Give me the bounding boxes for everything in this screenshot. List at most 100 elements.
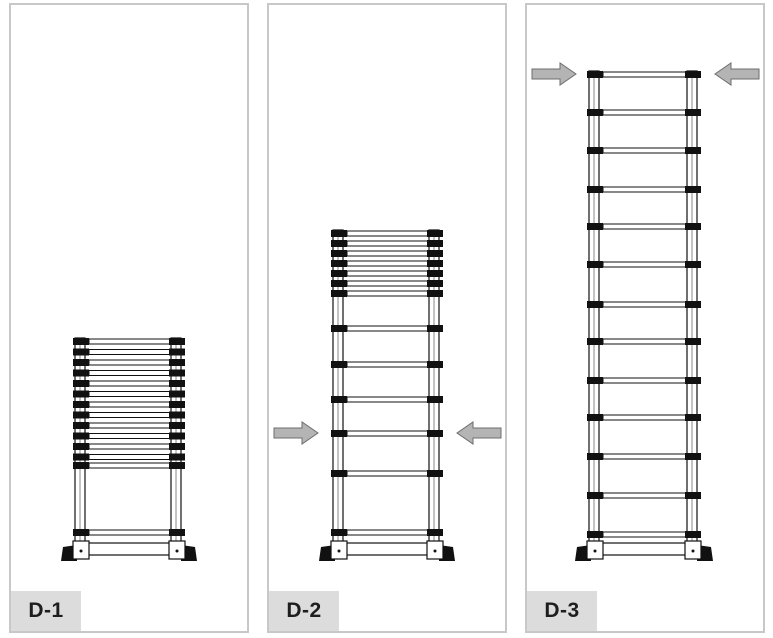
rung-joint-left	[73, 369, 89, 377]
ladder-rung	[346, 325, 430, 332]
ladder-rung	[88, 454, 172, 460]
rung-joint-right	[685, 109, 701, 116]
base-rivet	[175, 549, 179, 553]
ladder-rung	[346, 270, 430, 277]
rung-joint-right	[427, 325, 443, 332]
rung-joint-left	[331, 361, 347, 368]
base-rivet	[433, 549, 437, 553]
ladder-rung	[88, 370, 172, 376]
rung-joint-right	[427, 270, 443, 277]
rung-joint-left	[73, 380, 89, 387]
rung-joint-left	[73, 529, 89, 536]
ladder-rung	[88, 443, 172, 450]
rung-joint-left	[73, 359, 89, 366]
rung-joint-right	[169, 462, 185, 469]
stabilizer-bar	[588, 542, 700, 556]
ladder-rung	[602, 531, 688, 538]
ladder-rung	[602, 186, 688, 193]
rung-joint-left	[587, 338, 603, 345]
rung-joint-right	[685, 338, 701, 345]
rung-joint-right	[685, 414, 701, 421]
ladder-rung	[346, 361, 430, 368]
rung-joint-left	[73, 390, 89, 398]
ladder-rung	[88, 391, 172, 397]
ladder-rung	[88, 380, 172, 387]
rung-joint-left	[331, 396, 347, 403]
arrow-left-icon	[456, 421, 502, 445]
ladder-rung	[602, 492, 688, 499]
rung-joint-right	[169, 443, 185, 450]
arrow-right-icon	[273, 421, 319, 445]
rung-joint-left	[587, 492, 603, 499]
ladder-rung	[346, 250, 430, 257]
rung-joint-right	[169, 411, 185, 419]
rung-joint-left	[587, 531, 603, 538]
ladder-rung	[346, 230, 430, 237]
ladder-rung	[88, 349, 172, 355]
rung-joint-left	[73, 453, 89, 461]
rung-joint-left	[587, 223, 603, 230]
rung-joint-left	[331, 325, 347, 332]
ladder-rung	[346, 470, 430, 477]
rung-joint-left	[73, 443, 89, 450]
ladder-rung	[88, 412, 172, 418]
rung-joint-right	[169, 529, 185, 536]
rung-joint-left	[331, 290, 347, 297]
rung-joint-right	[427, 240, 443, 247]
rung-joint-right	[169, 390, 185, 398]
rung-joint-right	[685, 261, 701, 268]
rung-joint-left	[73, 401, 89, 408]
rung-joint-right	[685, 377, 701, 384]
ladder-rung	[346, 280, 430, 287]
rung-joint-left	[331, 430, 347, 437]
rung-joint-left	[73, 422, 89, 429]
rung-joint-right	[685, 147, 701, 154]
rung-joint-left	[331, 280, 347, 287]
rung-joint-left	[331, 470, 347, 477]
ladder-rung	[88, 422, 172, 429]
rung-joint-left	[587, 453, 603, 460]
rung-joint-right	[427, 470, 443, 477]
ladder-rung	[602, 338, 688, 345]
rung-joint-left	[73, 462, 89, 469]
rung-joint-left	[73, 338, 89, 345]
base-rivet	[79, 549, 83, 553]
ladder-rung	[88, 462, 172, 469]
rung-joint-left	[331, 260, 347, 267]
stabilizer-bar	[74, 542, 184, 556]
rung-joint-left	[331, 250, 347, 257]
ladder-rung	[346, 396, 430, 403]
rung-joint-left	[587, 109, 603, 116]
arrow-right-icon	[531, 62, 577, 86]
stabilizer-bar	[332, 542, 442, 556]
rung-joint-left	[587, 377, 603, 384]
rung-joint-right	[169, 359, 185, 366]
rung-joint-left	[587, 71, 603, 78]
panel-d3: D-3	[525, 3, 765, 633]
ladder-rung	[346, 430, 430, 437]
rung-joint-left	[331, 270, 347, 277]
ladder-rung	[346, 240, 430, 247]
rung-joint-right	[427, 396, 443, 403]
rung-joint-right	[427, 260, 443, 267]
rung-joint-right	[685, 71, 701, 78]
ladder-rung	[88, 338, 172, 345]
rung-joint-right	[169, 380, 185, 387]
rung-joint-left	[73, 411, 89, 419]
ladder-rung	[602, 414, 688, 421]
ladder-rung	[88, 401, 172, 408]
ladder-rung	[602, 71, 688, 78]
panel-label-d1: D-1	[11, 591, 81, 631]
ladder-rung	[602, 377, 688, 384]
rung-joint-right	[169, 401, 185, 408]
rung-joint-right	[427, 250, 443, 257]
rung-joint-left	[587, 301, 603, 308]
ladder-rung	[88, 529, 172, 536]
rung-joint-right	[169, 422, 185, 429]
ladder-rung	[602, 453, 688, 460]
ladder-rung	[346, 260, 430, 267]
ladder-rung	[88, 433, 172, 439]
rung-joint-right	[169, 338, 185, 345]
ladder-rung	[602, 147, 688, 154]
rung-joint-left	[331, 230, 347, 237]
